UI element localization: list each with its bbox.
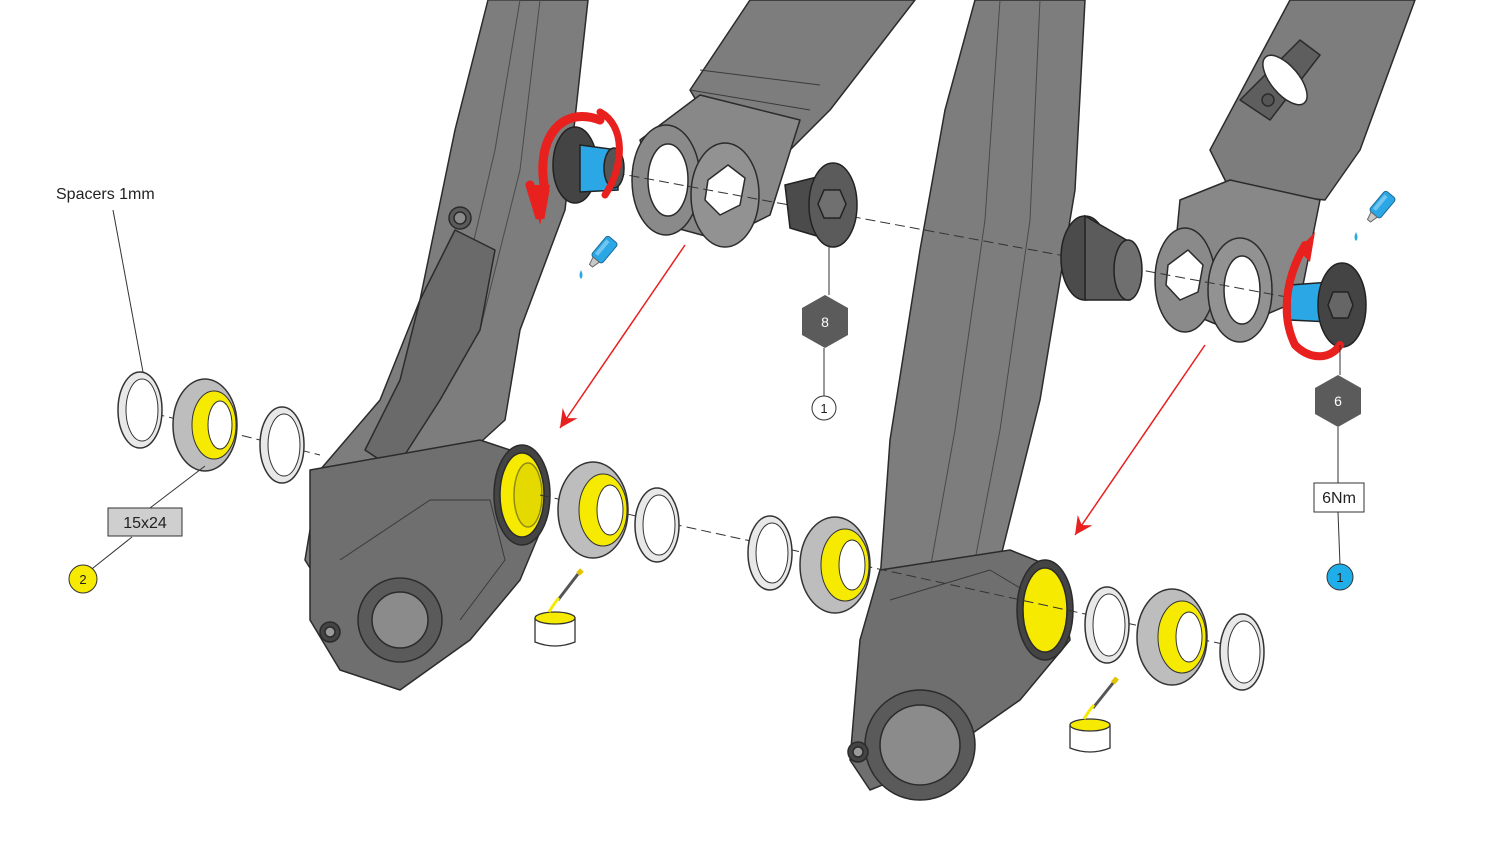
bolt-right bbox=[1289, 262, 1367, 348]
callout-circle-right: 1 bbox=[1326, 563, 1354, 591]
right-bearing bbox=[1136, 588, 1208, 686]
left-bearing-15x24 bbox=[172, 378, 238, 472]
center-bearing-a bbox=[557, 461, 629, 559]
left-frame-arm bbox=[304, 0, 589, 691]
rotation-arrow-icon bbox=[525, 108, 623, 225]
center-bearing-b bbox=[799, 516, 871, 614]
center-spacer-b bbox=[747, 515, 793, 591]
torque-label: 6Nm bbox=[1313, 482, 1365, 513]
move-arrow-right bbox=[1074, 344, 1206, 536]
callout-circle-yellow-text: 2 bbox=[79, 572, 86, 587]
spacers-label: Spacers 1mm bbox=[56, 186, 155, 203]
grease-pot-icon-right bbox=[1069, 676, 1119, 753]
threadlocker-bottle-icon-right bbox=[1366, 190, 1396, 223]
hex-badge-8: 8 bbox=[821, 314, 829, 330]
hex-key-icon: 8 bbox=[802, 295, 848, 348]
callout-circle-left-text: 1 bbox=[820, 401, 827, 416]
left-spacer-ring bbox=[117, 371, 163, 449]
axle-sleeve-right bbox=[1060, 214, 1143, 301]
right-link-arm bbox=[1154, 0, 1416, 343]
callout-circle-yellow: 2 bbox=[68, 564, 98, 594]
bearing-size-label: 15x24 bbox=[107, 507, 183, 537]
grease-pot-icon bbox=[534, 568, 584, 647]
axle-sleeve-left bbox=[784, 162, 858, 248]
hex-key-icon-right: 6 bbox=[1315, 375, 1361, 427]
hex-badge-6: 6 bbox=[1334, 393, 1342, 409]
leader-lines bbox=[87, 209, 1341, 573]
move-arrow-left bbox=[559, 244, 686, 429]
rotation-arrow-icon-right bbox=[1282, 232, 1344, 361]
right-spacer-b bbox=[1219, 613, 1265, 691]
right-spacer-a bbox=[1084, 586, 1130, 664]
center-spacer-a bbox=[634, 487, 680, 563]
bolt-left bbox=[552, 126, 625, 204]
callout-circle-right-text: 1 bbox=[1336, 570, 1343, 585]
left-link-arm bbox=[631, 0, 916, 248]
torque-text: 6Nm bbox=[1322, 490, 1356, 507]
threadlock-drop bbox=[579, 270, 583, 279]
threadlock-drop-right bbox=[1354, 232, 1358, 241]
center-frame-arm bbox=[847, 0, 1086, 801]
bearing-size-text: 15x24 bbox=[123, 515, 167, 532]
callout-circle-left: 1 bbox=[811, 395, 837, 421]
left-spacer-ring-2 bbox=[259, 406, 305, 484]
threadlocker-bottle-icon bbox=[588, 235, 618, 268]
